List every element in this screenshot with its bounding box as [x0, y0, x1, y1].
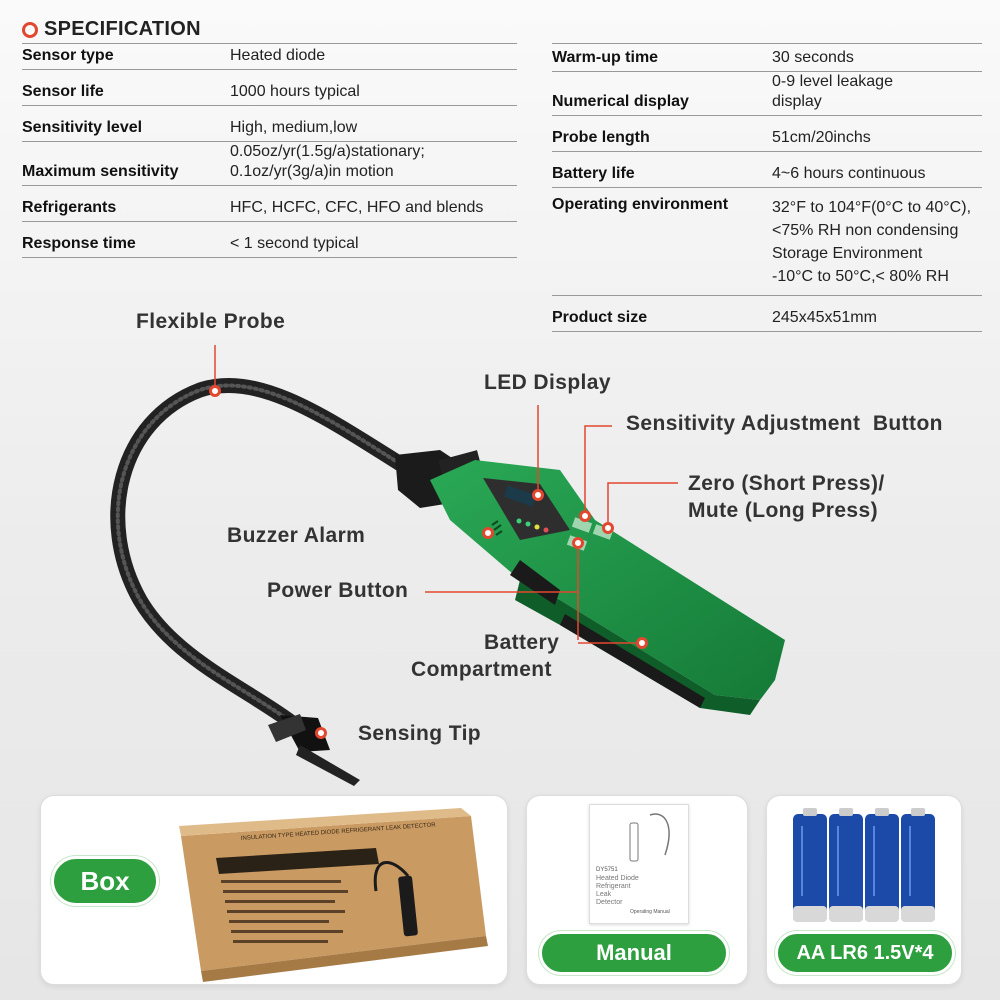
spec-value: 4~6 hours continuous [772, 165, 926, 182]
manual-model: DY5751 [596, 867, 618, 873]
spec-key: Battery life [552, 165, 635, 182]
batteries-card: AA LR6 1.5V*4 [766, 795, 962, 985]
spec-value: Heated diode [230, 47, 326, 64]
box-label: Box [51, 856, 159, 906]
spec-row: Maximum sensitivity 0.05oz/yr(1.5g/a)stat… [22, 142, 517, 186]
spec-key: Response time [22, 235, 136, 252]
callout-dot [602, 522, 614, 534]
manual-image: DY5751 Heated Diode Refrigerant Leak Det… [589, 804, 689, 924]
spec-value: 0-9 level leakage display [772, 73, 893, 110]
sensing-tip [268, 714, 360, 786]
callout-dot [532, 489, 544, 501]
callout-dot [572, 537, 584, 549]
label-zero-mute-2: Mute (Long Press) [688, 499, 878, 522]
spec-key: Sensor life [22, 83, 104, 100]
spec-key: Probe length [552, 129, 650, 146]
spec-value: < 1 second typical [230, 235, 359, 252]
circle-icon [22, 21, 38, 38]
spec-header: SPECIFICATION [22, 18, 201, 41]
box-image: INSULATION TYPE HEATED DIODE REFRIGERANT… [179, 808, 488, 982]
spec-value: 0.05oz/yr(1.5g/a)stationary; 0.1oz/yr(3g… [230, 143, 425, 180]
label-sensing-tip: Sensing Tip [358, 722, 482, 745]
callout-dot [579, 510, 591, 522]
spec-value: 51cm/20inchs [772, 129, 871, 146]
spec-key: Product size [552, 309, 648, 326]
spec-key: Refrigerants [22, 199, 117, 216]
callout-dot [209, 385, 221, 397]
spec-value: 32°F to 104°F(0°C to 40°C), <75% RH non … [772, 199, 972, 285]
spec-key: Numerical display [552, 93, 689, 110]
batteries-image [793, 808, 935, 922]
spec-key: Maximum sensitivity [22, 163, 179, 180]
spec-row: Refrigerants HFC, HCFC, CFC, HFO and blen… [22, 186, 517, 222]
divider [552, 43, 982, 44]
spec-key: Operating environment [552, 196, 729, 213]
spec-row: Sensor type Heated diode [22, 44, 517, 70]
label-led-display: LED Display [484, 371, 611, 394]
spec-row: Battery life 4~6 hours continuous [552, 152, 982, 188]
spec-row: Numerical display 0-9 level leakage displ… [552, 72, 982, 116]
label-battery-2: Compartment [411, 658, 552, 681]
spec-title: SPECIFICATION [44, 18, 201, 40]
spec-value: 30 seconds [772, 49, 854, 66]
callout-dot [482, 527, 494, 539]
label-buzzer-alarm: Buzzer Alarm [227, 524, 366, 547]
callout-dot [315, 727, 327, 739]
battery-label: AA LR6 1.5V*4 [775, 931, 955, 975]
manual-label: Manual [539, 931, 729, 975]
flexible-probe-hose [110, 378, 418, 733]
spec-key: Sensitivity level [22, 119, 143, 136]
spec-value: High, medium,low [230, 119, 358, 136]
spec-row: Product size 245x45x51mm [552, 296, 982, 332]
label-flexible-probe: Flexible Probe [136, 310, 286, 333]
box-card: INSULATION TYPE HEATED DIODE REFRIGERANT… [40, 795, 508, 985]
spec-row: Sensor life 1000 hours typical [22, 70, 517, 106]
callout-dot [636, 637, 648, 649]
spec-row: Warm-up time 30 seconds [552, 44, 982, 72]
spec-value: 1000 hours typical [230, 83, 360, 100]
label-battery-1: Battery [484, 631, 560, 654]
spec-value: 245x45x51mm [772, 309, 877, 326]
manual-subtitle: Operating Manual [630, 909, 670, 915]
spec-key: Sensor type [22, 47, 114, 64]
label-power-button: Power Button [267, 579, 409, 602]
spec-row: Response time < 1 second typical [22, 222, 517, 258]
spec-row: Probe length 51cm/20inchs [552, 116, 982, 152]
manual-card: DY5751 Heated Diode Refrigerant Leak Det… [526, 795, 748, 985]
label-sensitivity-button: Sensitivity Adjustment Button [626, 412, 943, 435]
spec-value: HFC, HCFC, CFC, HFO and blends [230, 199, 484, 216]
spec-key: Warm-up time [552, 49, 659, 66]
label-zero-mute-1: Zero (Short Press)/ [688, 472, 885, 495]
divider [22, 43, 517, 44]
manual-title: Heated Diode Refrigerant Leak Detector [596, 875, 639, 906]
spec-row: Operating environment 32°F to 104°F(0°C t… [552, 188, 982, 296]
spec-row: Sensitivity level High, medium,low [22, 106, 517, 142]
